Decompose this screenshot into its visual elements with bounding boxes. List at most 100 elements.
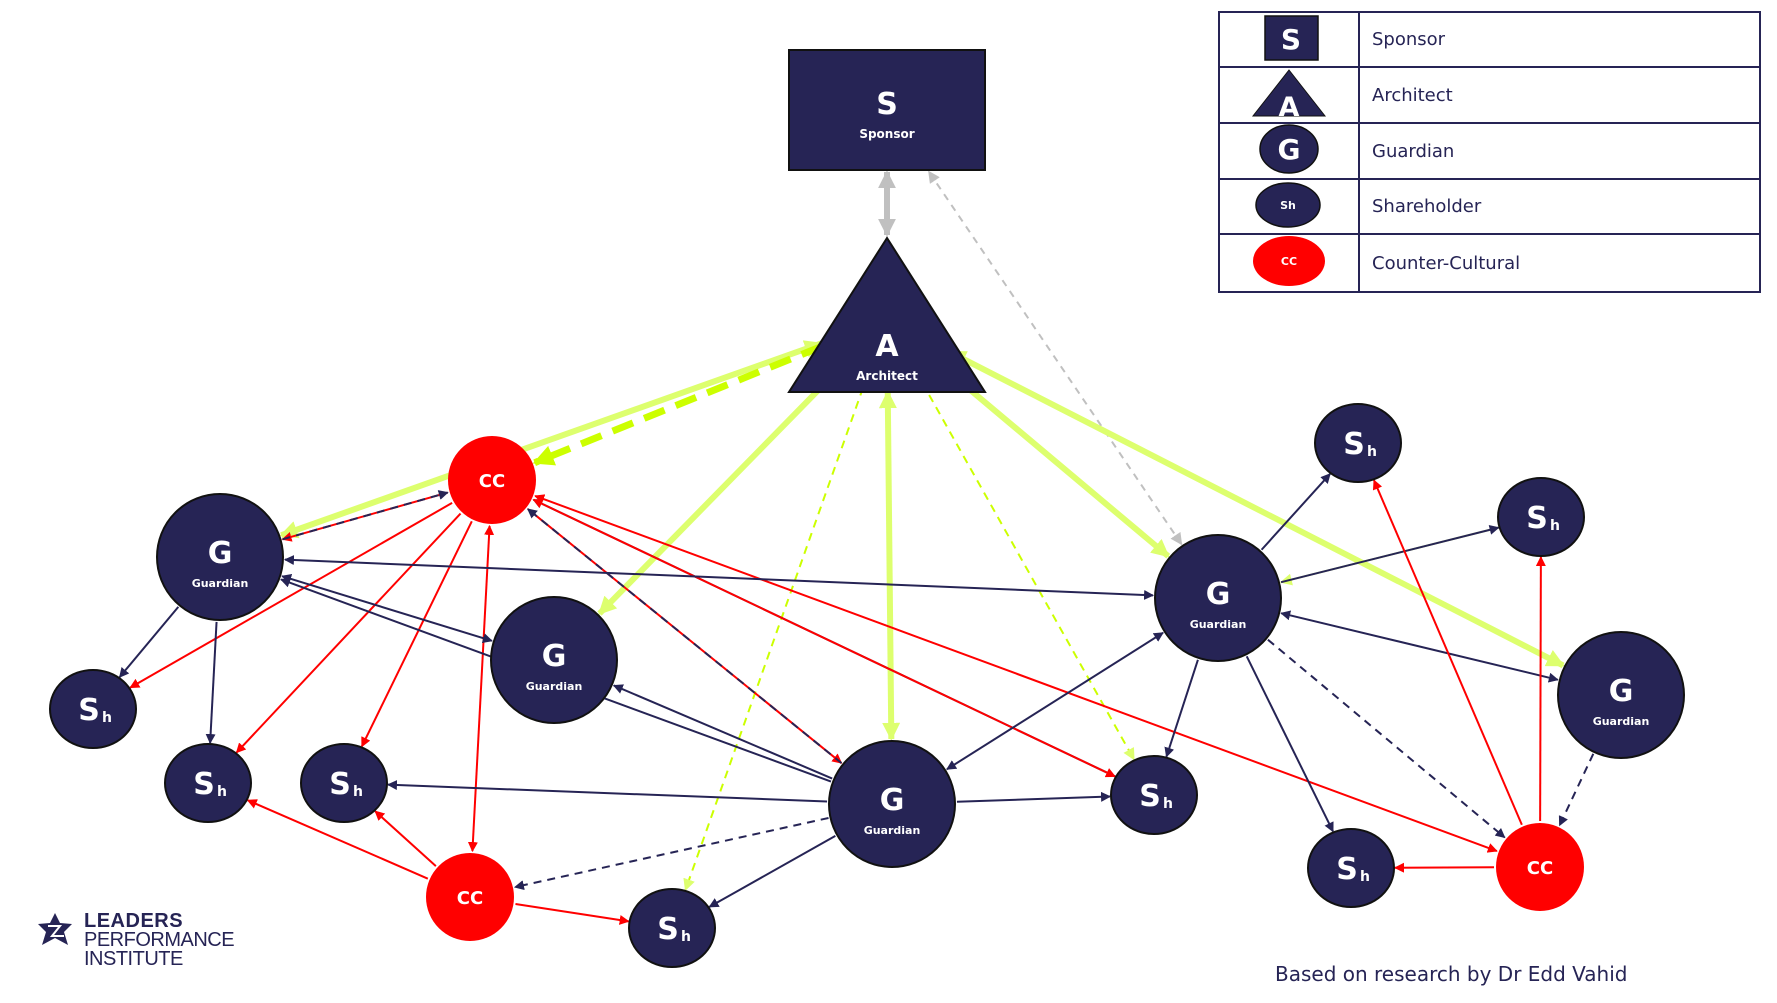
edge-g3-sh5 xyxy=(956,791,1112,803)
shareholder-shape xyxy=(300,743,388,823)
guardian-shape xyxy=(1557,631,1685,759)
edge-cc2-sh3 xyxy=(374,810,437,867)
logo-line-2: PERFORMANCE xyxy=(84,929,235,951)
node-caption: Sponsor xyxy=(859,127,914,141)
edge-cc1-cc2 xyxy=(467,524,495,853)
legend-label: Architect xyxy=(1358,66,1761,124)
node-glyph: G xyxy=(542,639,567,674)
star-logo-icon xyxy=(38,913,72,945)
edge-cc1-sh3 xyxy=(360,520,473,748)
edge-g4-sh6 xyxy=(1260,473,1331,551)
node-glyph: G xyxy=(880,783,905,818)
node-subscript: h xyxy=(1360,869,1370,885)
guardian-shape xyxy=(156,493,284,621)
edge-cc3-sh7 xyxy=(1535,555,1546,822)
legend-table: S Sponsor A Architect G Guardian Sh Shar… xyxy=(1218,11,1761,293)
edge-g3-sh4 xyxy=(708,835,836,908)
node-glyph: CC xyxy=(457,888,483,909)
edge-g3-cc2 xyxy=(513,817,829,891)
legend-label: Shareholder xyxy=(1358,178,1761,235)
edge-g3-sh3 xyxy=(386,780,828,803)
node-caption: Architect xyxy=(856,369,918,383)
counter-shape xyxy=(426,853,514,941)
sponsor-shape xyxy=(788,49,986,171)
edge-a-g4 xyxy=(940,364,1171,559)
node-glyph: S xyxy=(78,693,100,728)
node-glyph: G xyxy=(1609,674,1634,709)
nodes-layer: SSponsorAArchitectGGuardianGGuardianGGua… xyxy=(49,49,1685,968)
node-glyph: S xyxy=(657,912,679,947)
guardian-shape xyxy=(490,596,618,724)
node-subscript: h xyxy=(353,784,363,800)
node-glyph: CC xyxy=(479,471,505,492)
legend-row-shareholder: Sh Shareholder xyxy=(1218,178,1761,235)
svg-text:Sh: Sh xyxy=(1280,199,1296,212)
legend-row-architect: A Architect xyxy=(1218,66,1761,124)
logo-line-3: INSTITUTE xyxy=(84,948,183,970)
guardian-circle-icon: G xyxy=(1259,124,1319,174)
edge-cc1-sh5 xyxy=(532,498,1116,778)
node-caption: Guardian xyxy=(1190,618,1247,631)
node-subscript: h xyxy=(1163,796,1173,812)
shareholder-shape xyxy=(1314,403,1402,483)
counter-node-cc3: CC xyxy=(1496,823,1584,911)
node-glyph: S xyxy=(1343,427,1365,462)
shareholder-shape xyxy=(1497,477,1585,557)
architect-node-a: A Architect xyxy=(787,236,987,393)
node-subscript: h xyxy=(1550,518,1560,534)
edge-g4-g5 xyxy=(1280,610,1559,683)
counter-shape xyxy=(448,436,536,524)
shareholder-ellipse-icon: Sh xyxy=(1255,181,1321,228)
edge-g4-sh8 xyxy=(1245,655,1334,833)
guardian-shape xyxy=(1154,534,1282,662)
guardian-node-g4: G Guardian xyxy=(1154,534,1282,662)
edge-g1-g4 xyxy=(283,555,1155,600)
node-glyph: S xyxy=(1336,852,1358,887)
legend-label: Counter-Cultural xyxy=(1358,233,1761,293)
research-credit: Based on research by Dr Edd Vahid xyxy=(1275,962,1628,986)
edge-cc2-sh4 xyxy=(515,902,630,925)
svg-text:CC: CC xyxy=(1281,255,1297,268)
legend-label: Sponsor xyxy=(1358,11,1761,68)
counter-cultural-ellipse-icon: CC xyxy=(1253,236,1325,286)
shareholder-shape xyxy=(1307,828,1395,908)
node-glyph: S xyxy=(876,87,898,122)
node-glyph: CC xyxy=(1527,858,1553,879)
edge-a-g3 xyxy=(878,390,901,741)
edge-g4-sh5 xyxy=(1164,659,1199,758)
node-subscript: h xyxy=(217,784,227,800)
edge-g4-sh7 xyxy=(1280,524,1500,584)
shareholder-shape xyxy=(49,669,137,749)
guardian-shape xyxy=(828,740,956,868)
edge-cc3-cc1 xyxy=(534,494,1498,853)
svg-text:G: G xyxy=(1278,133,1301,166)
edge-g5-cc3 xyxy=(1558,753,1595,827)
edge-a-cc1 xyxy=(532,343,824,466)
edge-g1-sh2 xyxy=(205,621,218,745)
svg-text:A: A xyxy=(1279,92,1300,118)
edge-g1-sh1 xyxy=(118,606,180,678)
edge-cc3-sh6 xyxy=(1372,479,1523,826)
legend-label: Guardian xyxy=(1358,122,1761,180)
legend-row-guardian: G Guardian xyxy=(1218,122,1761,180)
edge-a-g1 xyxy=(279,340,823,539)
node-glyph: A xyxy=(875,329,899,364)
node-glyph: G xyxy=(1206,577,1231,612)
sponsor-square-icon: S xyxy=(1264,14,1319,61)
edges-layer xyxy=(118,170,1595,925)
legend-row-sponsor: S Sponsor xyxy=(1218,11,1761,68)
node-caption: Guardian xyxy=(526,680,583,693)
edge-g3-g2 xyxy=(612,684,833,780)
logo-line-1: LEADERS xyxy=(84,910,184,932)
guardian-node-g2: G Guardian xyxy=(490,596,618,724)
shareholder-shape xyxy=(164,743,252,823)
